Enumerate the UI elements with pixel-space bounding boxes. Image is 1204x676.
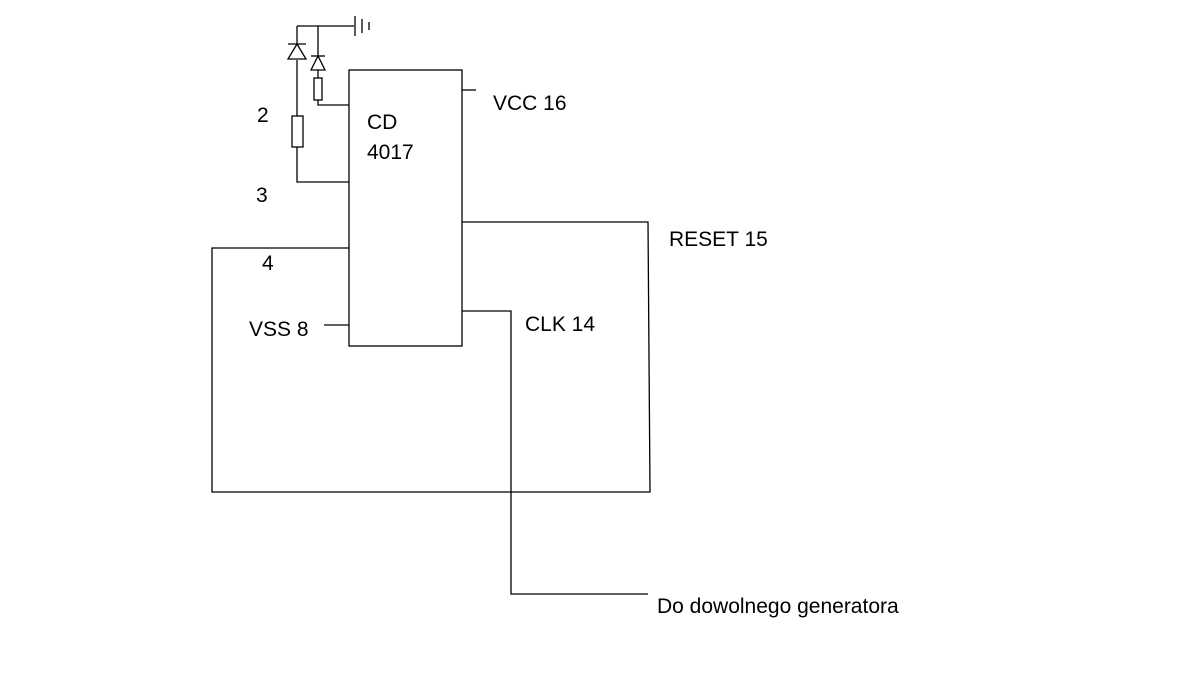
clk-generator-wire [462,310,648,595]
diode-left-triangle [286,42,308,60]
diode-right-triangle [309,54,327,71]
generator-label: Do dowolnego generatora [657,595,899,618]
chip-name-line2: 4017 [367,141,414,164]
resistor-left [291,115,304,148]
pin2-branch-wire [317,100,349,106]
reset-loop-wire [211,221,651,493]
ic-cd4017-body [348,69,463,347]
resistor-right [313,77,323,101]
pin3-branch-wire [296,147,349,183]
chip-name-line1: CD [367,111,398,134]
pin-label-vss: VSS 8 [249,318,309,341]
pin-number-4: 4 [262,252,274,275]
pin-label-vcc: VCC 16 [493,92,567,115]
pin-label-reset: RESET 15 [669,228,768,251]
pin-number-2: 2 [257,104,269,127]
pin-number-3: 3 [256,184,268,207]
pin-label-clk: CLK 14 [525,313,596,336]
